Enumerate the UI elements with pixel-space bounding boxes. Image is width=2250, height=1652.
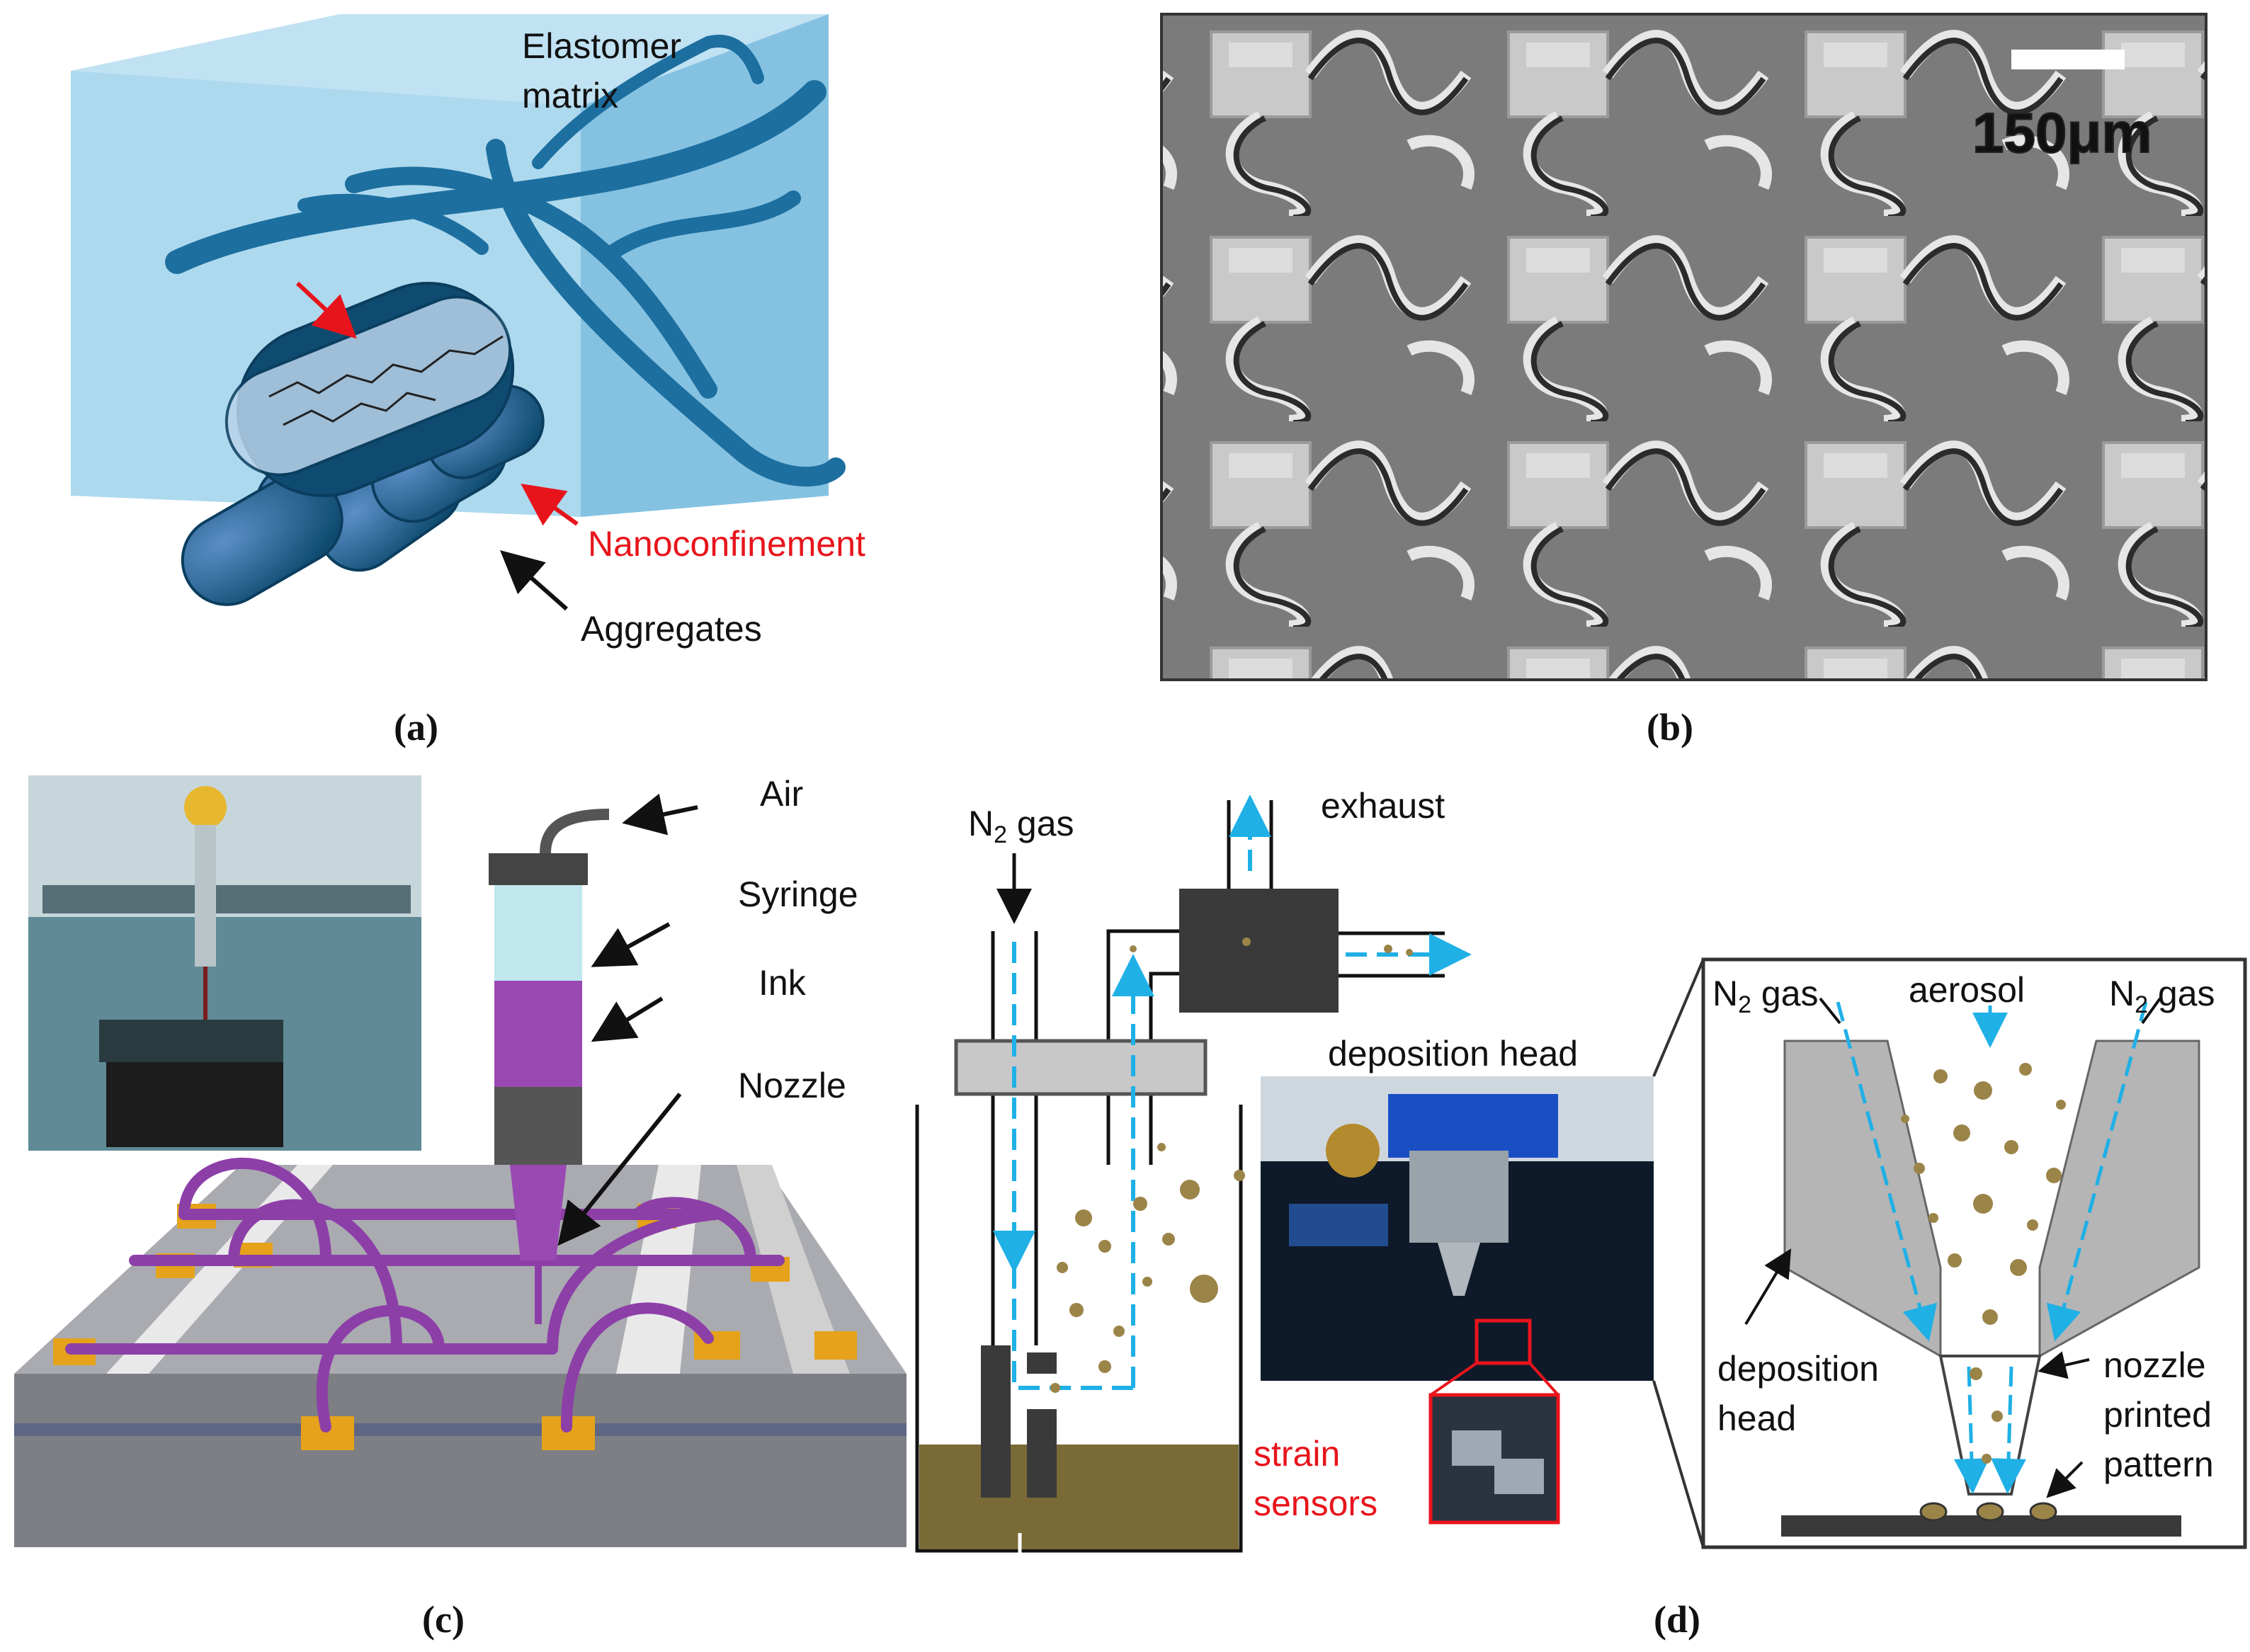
panel-b: 150μm (b) bbox=[1160, 13, 2208, 748]
printed-dots bbox=[1919, 1502, 2057, 1522]
label-deposition-head-line1: deposition bbox=[1717, 1349, 1879, 1389]
label-n2-gas-right: N2 gas bbox=[2109, 974, 2215, 1018]
ink-arrow bbox=[591, 996, 664, 1042]
label-air: Air bbox=[760, 774, 803, 814]
circuit-base bbox=[14, 1165, 907, 1547]
deposition-head-pointer bbox=[1744, 1248, 1792, 1326]
caption-d: (d) bbox=[1654, 1598, 1700, 1641]
syringe-arrow bbox=[591, 922, 671, 967]
label-nanoconfinement: Nanoconfinement bbox=[588, 524, 865, 564]
label-syringe: Syringe bbox=[738, 875, 858, 914]
label-deposition-head-line2: head bbox=[1717, 1398, 1796, 1438]
gas-flow-arrows bbox=[993, 794, 1472, 1390]
scale-bar bbox=[2011, 50, 2125, 69]
printed-wires bbox=[65, 1158, 785, 1432]
label-elastomer-matrix-line1: Elastomer bbox=[522, 26, 681, 66]
caption-b: (b) bbox=[1647, 706, 1693, 748]
panel-d: N2 gas exhaust deposition head strain se… bbox=[915, 786, 2247, 1641]
aggregates-arrow bbox=[500, 550, 568, 611]
scale-bar-label: 150μm bbox=[1972, 101, 2152, 164]
panel-a: Elastomer matrix Nanoconfinement Aggrega… bbox=[71, 14, 865, 748]
sem-image bbox=[1160, 13, 2208, 681]
label-n2-gas-left: N2 gas bbox=[1712, 974, 1819, 1018]
syringe bbox=[489, 809, 610, 1324]
label-exhaust: exhaust bbox=[1321, 786, 1445, 826]
label-printed-pattern-line1: printed bbox=[2103, 1395, 2212, 1435]
polymer-fibers bbox=[165, 35, 846, 487]
label-strain-sensors-line1: strain bbox=[1254, 1434, 1340, 1474]
label-printed-pattern-line2: pattern bbox=[2103, 1445, 2214, 1484]
liquid-recirculation bbox=[1018, 1533, 1094, 1563]
label-strain-sensors-line2: sensors bbox=[1254, 1483, 1377, 1523]
zoom-box bbox=[1475, 1318, 1532, 1365]
label-aerosol: aerosol bbox=[1909, 970, 2025, 1010]
nozzle-pointer bbox=[2038, 1351, 2090, 1379]
aerosol-particles-nozzle bbox=[1901, 1063, 2066, 1464]
caption-a: (a) bbox=[394, 706, 438, 748]
label-nozzle: Nozzle bbox=[738, 1066, 846, 1105]
nozzle-gas-flow bbox=[1836, 1001, 2148, 1494]
panel-c: Air Syringe Ink Nozzle (c) bbox=[14, 774, 907, 1641]
label-aggregates: Aggregates bbox=[581, 609, 762, 649]
aerosol-particles-left bbox=[1050, 938, 1413, 1393]
label-deposition-head-photo: deposition head bbox=[1328, 1034, 1578, 1073]
atomizer-schematic bbox=[915, 800, 1445, 1553]
label-nozzle-detail: nozzle bbox=[2103, 1345, 2206, 1385]
aggregates-bundle bbox=[181, 282, 545, 606]
nozzle-arrow bbox=[557, 1093, 682, 1246]
deposition-head-body bbox=[1783, 1039, 2200, 1358]
label-n2-gas-inlet: N2 gas bbox=[968, 804, 1074, 848]
air-arrow bbox=[622, 793, 698, 836]
nanoconfinement-arrow bbox=[521, 484, 579, 526]
label-ink: Ink bbox=[758, 963, 807, 1003]
n2-right-pointer bbox=[2141, 997, 2161, 1025]
caption-c: (c) bbox=[422, 1598, 465, 1641]
pattern-pointer bbox=[2046, 1461, 2084, 1498]
n2-left-pointer bbox=[1819, 997, 1841, 1025]
nanoconfinement-arrow-top bbox=[295, 281, 357, 339]
label-elastomer-matrix-line2: matrix bbox=[522, 76, 618, 115]
